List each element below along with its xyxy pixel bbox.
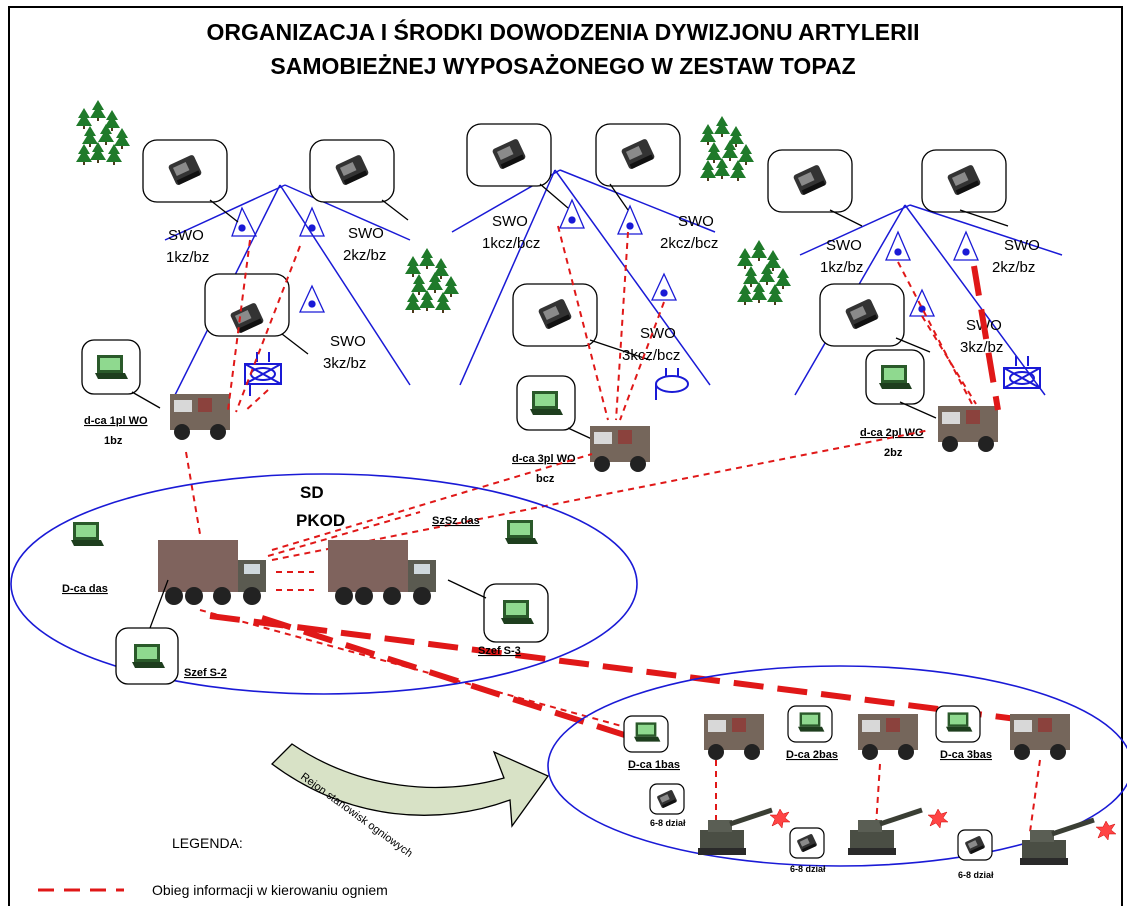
- command-vehicle: [938, 406, 998, 452]
- pkod-label: PKOD: [296, 511, 345, 530]
- command-post-area: [10, 473, 638, 695]
- fire-control-flow-lines: [209, 265, 1041, 743]
- swo-3-label: SWO: [330, 333, 366, 350]
- muzzle-flash-icon: [927, 808, 949, 829]
- battery-vehicle: [704, 714, 764, 760]
- commander-3-unit: 2bz: [884, 447, 903, 459]
- radio-bubble: [204, 273, 309, 355]
- radio-bubble: [512, 283, 651, 361]
- commander-1-unit: 1bz: [104, 435, 123, 447]
- swo-triangle-icon: [559, 198, 678, 301]
- laptop-bubble: [115, 579, 179, 685]
- swo-8-label: SWO: [1004, 237, 1040, 254]
- swo-5-label: SWO: [678, 213, 714, 230]
- battery-vehicle: [1010, 714, 1070, 760]
- battery-3-label: D-ca 3bas: [940, 749, 992, 761]
- group-2-sector: [451, 169, 716, 386]
- szsz-das-label: SzSz das: [432, 515, 480, 527]
- radio-bubble: [466, 123, 569, 209]
- curved-arrow: Rejon stanowisk ogniowych: [271, 743, 549, 860]
- swo-6-label: SWO: [640, 325, 676, 342]
- swo-7-unit: 1kz/bz: [820, 259, 863, 276]
- command-truck: [158, 540, 266, 605]
- guns-1-label: 6-8 dział: [650, 818, 686, 828]
- dca-das-label: D-ca das: [62, 583, 108, 595]
- szef-s2-label: Szef S-2: [184, 667, 227, 679]
- muzzle-flash-icon: [1095, 820, 1117, 841]
- swo-4-label: SWO: [492, 213, 528, 230]
- battery-symbol-icon: [1003, 356, 1041, 389]
- command-truck: [328, 540, 436, 605]
- legend-title: LEGENDA:: [172, 835, 243, 851]
- howitzer: [698, 810, 772, 855]
- swo-2-label: SWO: [348, 225, 384, 242]
- trees-3: [700, 116, 754, 181]
- trees-1: [76, 100, 130, 165]
- laptop-bubble: [623, 715, 669, 753]
- laptop-bubble: [81, 339, 161, 409]
- szef-s3-label: Szef S-3: [478, 645, 521, 657]
- diagram-frame: [8, 6, 1123, 906]
- radio-bubble: [789, 827, 825, 859]
- guns-2-label: 6-8 dział: [790, 864, 826, 874]
- swo-2-unit: 2kz/bz: [343, 247, 386, 264]
- laptop-bubble: [447, 579, 549, 643]
- radio-bubble: [819, 283, 931, 353]
- swo-9-unit: 3kz/bz: [960, 339, 1003, 356]
- trees-2: [405, 248, 459, 313]
- laptop-icon: [71, 522, 104, 546]
- radio-bubble: [309, 139, 409, 221]
- sd-label: SD: [300, 483, 324, 502]
- battery-2-label: D-ca 2bas: [786, 749, 838, 761]
- radio-bubble: [649, 783, 685, 815]
- command-vehicle: [590, 426, 650, 472]
- commander-2-unit: bcz: [536, 473, 555, 485]
- radio-bubble: [142, 139, 239, 223]
- trees-4: [737, 240, 791, 305]
- commander-1-label: d-ca 1pl WO: [84, 415, 148, 427]
- firing-area: [547, 665, 1127, 867]
- antenna-symbol-icon: [655, 368, 689, 400]
- swo-3-unit: 3kz/bz: [323, 355, 366, 372]
- swo-4-unit: 1kcz/bcz: [482, 235, 540, 252]
- laptop-bubble: [865, 349, 937, 419]
- title-line-2: SAMOBIEŻNEJ WYPOSAŻONEGO W ZESTAW TOPAZ: [270, 53, 855, 79]
- muzzle-flash-icon: [769, 808, 791, 829]
- swo-5-unit: 2kcz/bcz: [660, 235, 718, 252]
- swo-6-unit: 3kcz/bcz: [622, 347, 680, 364]
- legend-item: Obieg informacji w kierowaniu ogniem: [152, 882, 388, 898]
- radio-bubble: [921, 149, 1009, 227]
- command-vehicle: [170, 394, 230, 440]
- battery-1-label: D-ca 1bas: [628, 759, 680, 771]
- commander-2-label: d-ca 3pl WO: [512, 453, 576, 465]
- swo-1-unit: 1kz/bz: [166, 249, 209, 266]
- info-flow-lines: [185, 225, 1041, 833]
- laptop-icon: [505, 520, 538, 544]
- commander-3-label: d-ca 2pl WO: [860, 427, 924, 439]
- howitzer: [848, 810, 922, 855]
- guns-3-label: 6-8 dział: [958, 870, 994, 880]
- laptop-bubble: [787, 705, 833, 743]
- swo-8-unit: 2kz/bz: [992, 259, 1035, 276]
- swo-7-label: SWO: [826, 237, 862, 254]
- battery-vehicle: [858, 714, 918, 760]
- radio-bubble: [767, 149, 863, 227]
- swo-1-label: SWO: [168, 227, 204, 244]
- laptop-bubble: [935, 705, 981, 743]
- radio-bubble: [595, 123, 681, 211]
- title-line-1: ORGANIZACJA I ŚRODKI DOWODZENIA DYWIZJON…: [207, 18, 920, 45]
- laptop-bubble: [516, 375, 595, 441]
- radio-bubble: [957, 829, 993, 861]
